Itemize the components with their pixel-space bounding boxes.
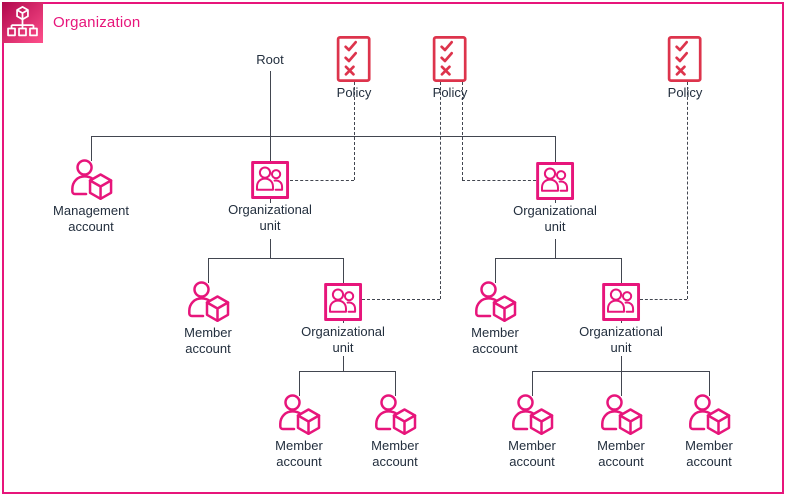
organizational-unit-icon <box>536 162 574 200</box>
policy-node: Policy <box>432 36 468 101</box>
account-icon <box>371 393 419 435</box>
tree-connector <box>495 258 496 283</box>
node-label: Policy <box>432 85 468 100</box>
account-icon <box>597 393 645 435</box>
tree-connector <box>621 356 622 396</box>
policy-attachment-connector <box>440 82 441 299</box>
policy-icon <box>433 36 467 82</box>
tree-connector <box>299 371 395 372</box>
policy-icon <box>668 36 702 82</box>
policy-attachment-connector <box>290 180 354 181</box>
tree-connector <box>299 371 300 396</box>
organizational-unit-icon <box>602 283 640 321</box>
tree-connector <box>270 71 271 136</box>
account-icon <box>508 393 556 435</box>
policy-attachment-connector <box>362 299 440 300</box>
policy-attachment-connector <box>462 82 463 180</box>
tree-connector <box>495 258 621 259</box>
policy-node: Policy <box>667 36 703 101</box>
tree-connector <box>91 136 92 161</box>
account-icon <box>685 393 733 435</box>
account-icon <box>67 158 115 200</box>
tree-connector <box>343 356 344 371</box>
tree-connector <box>208 258 343 259</box>
root-label: Root <box>256 52 284 67</box>
tree-connector <box>709 371 710 396</box>
policy-attachment-connector <box>354 82 355 180</box>
tree-connector <box>395 371 396 396</box>
account-icon <box>275 393 323 435</box>
policy-node: Policy <box>336 36 372 101</box>
organizational-unit-icon <box>324 283 362 321</box>
tree-connector <box>532 371 709 372</box>
policy-attachment-connector <box>462 180 536 181</box>
tree-connector <box>555 239 556 258</box>
policy-icon <box>337 36 371 82</box>
organizational-unit-icon <box>251 161 289 199</box>
node-label: Policy <box>336 85 372 100</box>
tree-connector <box>91 136 555 137</box>
account-icon <box>471 280 519 322</box>
tree-connector <box>270 239 271 258</box>
policy-attachment-connector <box>687 82 688 299</box>
tree-connector <box>208 258 209 283</box>
node-label: Policy <box>667 85 703 100</box>
aws-organizations-icon <box>2 2 43 43</box>
policy-attachment-connector <box>640 299 687 300</box>
tree-connector <box>532 371 533 396</box>
account-icon <box>184 280 232 322</box>
organization-title: Organization <box>53 14 141 31</box>
